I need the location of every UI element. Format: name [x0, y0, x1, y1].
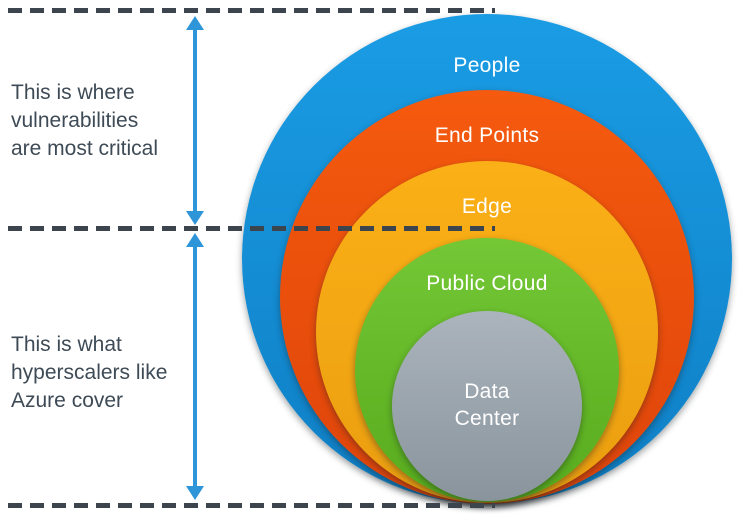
arrow-head-down-icon	[186, 211, 204, 225]
arrow-head-up-icon	[186, 16, 204, 30]
annotation-vulnerabilities: This is where vulnerabilities are most c…	[11, 81, 159, 160]
dashed-line-bottom	[8, 503, 495, 508]
ring-label-public-cloud: Public Cloud	[426, 272, 548, 295]
ring-label-data-center: Data Center	[454, 380, 520, 430]
arrow-shaft	[193, 26, 197, 215]
arrow-head-up-icon	[186, 233, 204, 247]
ring-label-people: People	[453, 54, 521, 77]
arrow-head-down-icon	[186, 486, 204, 500]
span-arrow-azure-coverage	[186, 233, 204, 500]
ring-label-edge: Edge	[461, 195, 513, 218]
dashed-line-middle	[8, 226, 495, 231]
annotation-azure-coverage: This is what hyperscalers like Azure cov…	[11, 333, 168, 412]
span-arrow-vulnerabilities	[186, 16, 204, 225]
ring-data-center: Data Center	[392, 311, 582, 501]
dashed-line-top	[8, 8, 495, 13]
arrow-shaft	[193, 243, 197, 490]
ring-label-end-points: End Points	[434, 124, 540, 147]
